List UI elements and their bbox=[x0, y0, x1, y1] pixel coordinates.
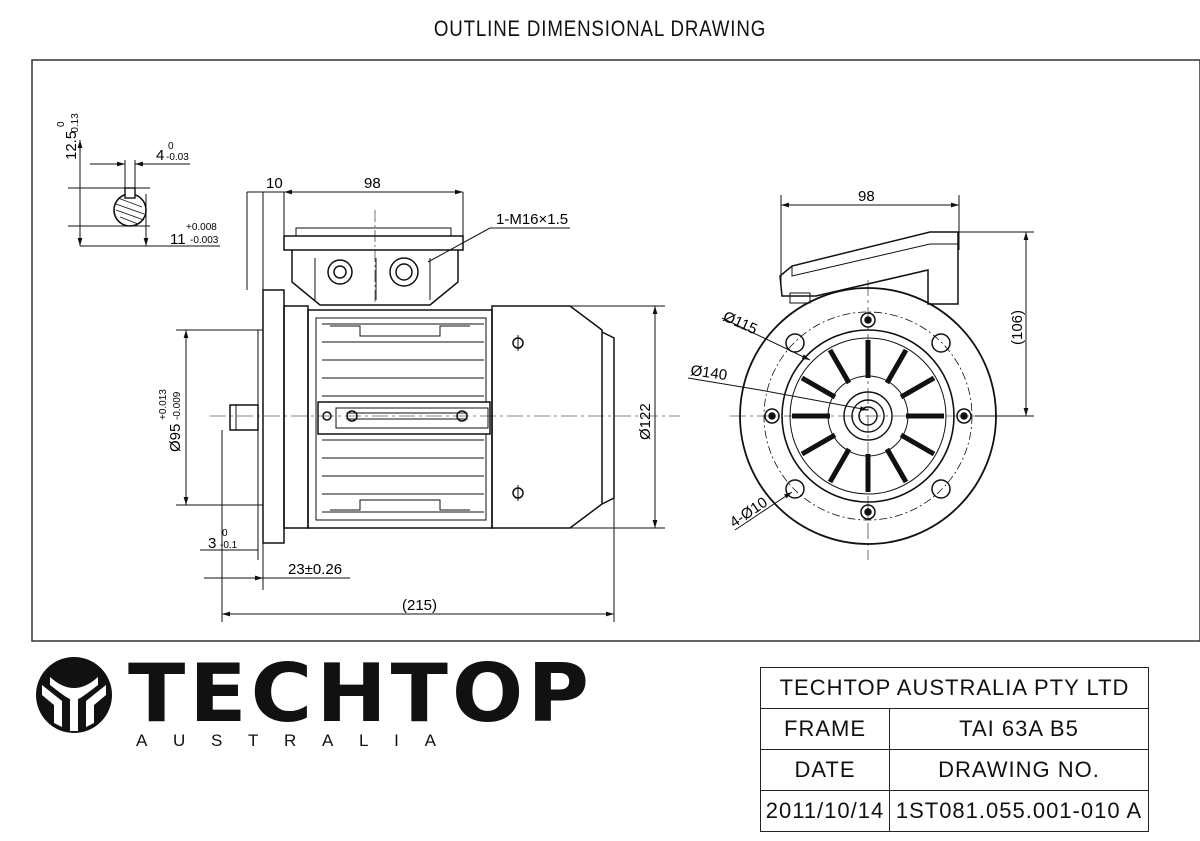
spigot-dim: Ø95 bbox=[167, 424, 184, 452]
drawing-no-label: DRAWING NO. bbox=[889, 749, 1149, 791]
pcd-dim: Ø115 bbox=[720, 308, 759, 338]
logo-letter: A bbox=[136, 731, 148, 750]
flange-thickness-tol-top: 0 bbox=[222, 528, 228, 539]
shaft-dia-tol-bot: -0.003 bbox=[190, 235, 219, 246]
date-value: 2011/10/14 bbox=[760, 790, 890, 832]
holes-dim: 4-Ø10 bbox=[727, 494, 771, 531]
spigot-tol-bot: -0.009 bbox=[172, 391, 183, 420]
title-block: TECHTOP AUSTRALIA PTY LTD FRAME TAI 63A … bbox=[760, 667, 1149, 832]
end-box-width-dim: 98 bbox=[858, 188, 875, 205]
techtop-logo: TECHTOP A U S T R A L I A bbox=[28, 647, 589, 755]
date-label: DATE bbox=[760, 749, 890, 791]
frame-dia-dim: Ø122 bbox=[637, 403, 654, 440]
terminal-box-length-dim: 98 bbox=[364, 175, 381, 192]
spigot-tol-top: +0.013 bbox=[158, 389, 169, 420]
drawing-no-value: 1ST081.055.001-010 A bbox=[889, 790, 1149, 832]
key-height-tol-bot: -0.13 bbox=[70, 113, 81, 136]
key-width-tol-top: 0 bbox=[168, 141, 174, 152]
shaft-dia-dim: 11 bbox=[170, 231, 186, 248]
drawing-title: OUTLINE DIMENSIONAL DRAWING bbox=[433, 16, 767, 41]
company-name: TECHTOP AUSTRALIA PTY LTD bbox=[760, 667, 1149, 709]
logo-letter: S bbox=[210, 731, 223, 750]
flange-offset-dim: 10 bbox=[266, 175, 283, 192]
flange-thickness-tol-bot: -0.1 bbox=[220, 540, 238, 551]
logo-letter: U bbox=[173, 731, 186, 750]
logo-letter: T bbox=[247, 731, 259, 750]
flange-dia-dim: Ø140 bbox=[689, 362, 728, 384]
frame-label: FRAME bbox=[760, 708, 890, 750]
logo-letter: L bbox=[359, 731, 369, 750]
shaft-key-detail bbox=[68, 140, 220, 247]
cable-entry-dim: 1-M16×1.5 bbox=[496, 211, 568, 228]
logo-emblem bbox=[36, 657, 112, 733]
shaft-length-dim: 23±0.26 bbox=[288, 561, 342, 578]
drawing-border bbox=[31, 59, 1200, 642]
logo-subtitle: A U S T R A L I A bbox=[136, 731, 436, 751]
overall-length-dim: (215) bbox=[402, 597, 437, 614]
frame-value: TAI 63A B5 bbox=[889, 708, 1149, 750]
logo-letter: I bbox=[394, 731, 399, 750]
dimensional-drawing: 12.5 0 -0.13 4 0 -0.03 11 +0.008 -0.003 bbox=[31, 59, 1200, 642]
key-height-dim: 12.5 bbox=[63, 131, 80, 160]
logo-wordmark: TECHTOP bbox=[128, 647, 593, 741]
flange-thickness-dim: 3 bbox=[208, 535, 216, 552]
logo-letter: R bbox=[284, 731, 297, 750]
key-width-tol-bot: -0.03 bbox=[166, 152, 189, 163]
key-width-dim: 4 bbox=[156, 147, 164, 164]
key-height-tol-top: 0 bbox=[56, 121, 67, 127]
logo-letter: A bbox=[322, 731, 334, 750]
shaft-dia-tol-top: +0.008 bbox=[186, 222, 217, 233]
height-to-box-dim: (106) bbox=[1009, 310, 1026, 345]
motor-side-view bbox=[176, 189, 680, 622]
logo-letter: A bbox=[424, 731, 436, 750]
motor-end-view bbox=[687, 195, 1034, 560]
